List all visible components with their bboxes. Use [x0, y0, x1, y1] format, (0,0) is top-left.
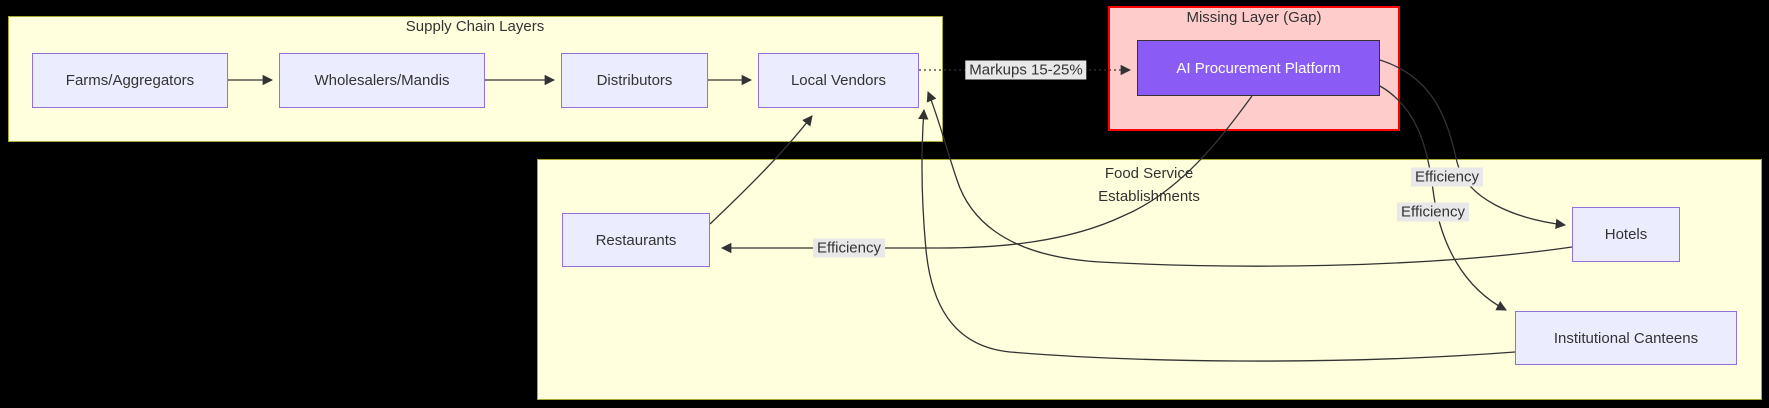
edge-label-efficiency-restaurants: Efficiency: [813, 238, 885, 258]
node-wholesalers-mandis: Wholesalers/Mandis: [279, 53, 485, 108]
cluster-food-service-title-line1: Food Service: [1104, 165, 1194, 182]
node-distributors: Distributors: [561, 53, 708, 108]
node-ai-procurement-platform: AI Procurement Platform: [1137, 40, 1380, 96]
node-farms-aggregators: Farms/Aggregators: [32, 53, 228, 108]
edge-label-efficiency-hotels: Efficiency: [1411, 167, 1483, 187]
node-local-vendors: Local Vendors: [758, 53, 919, 108]
cluster-missing-layer-title: Missing Layer (Gap): [1186, 9, 1322, 26]
node-institutional-canteens: Institutional Canteens: [1515, 311, 1737, 365]
node-hotels: Hotels: [1572, 207, 1680, 262]
edge-label-markups: Markups 15-25%: [965, 60, 1087, 80]
cluster-supply-chain-title: Supply Chain Layers: [405, 18, 545, 35]
edge-label-efficiency-canteens: Efficiency: [1397, 202, 1469, 222]
node-restaurants: Restaurants: [562, 213, 710, 267]
cluster-food-service-title-line2: Establishments: [1098, 188, 1200, 205]
